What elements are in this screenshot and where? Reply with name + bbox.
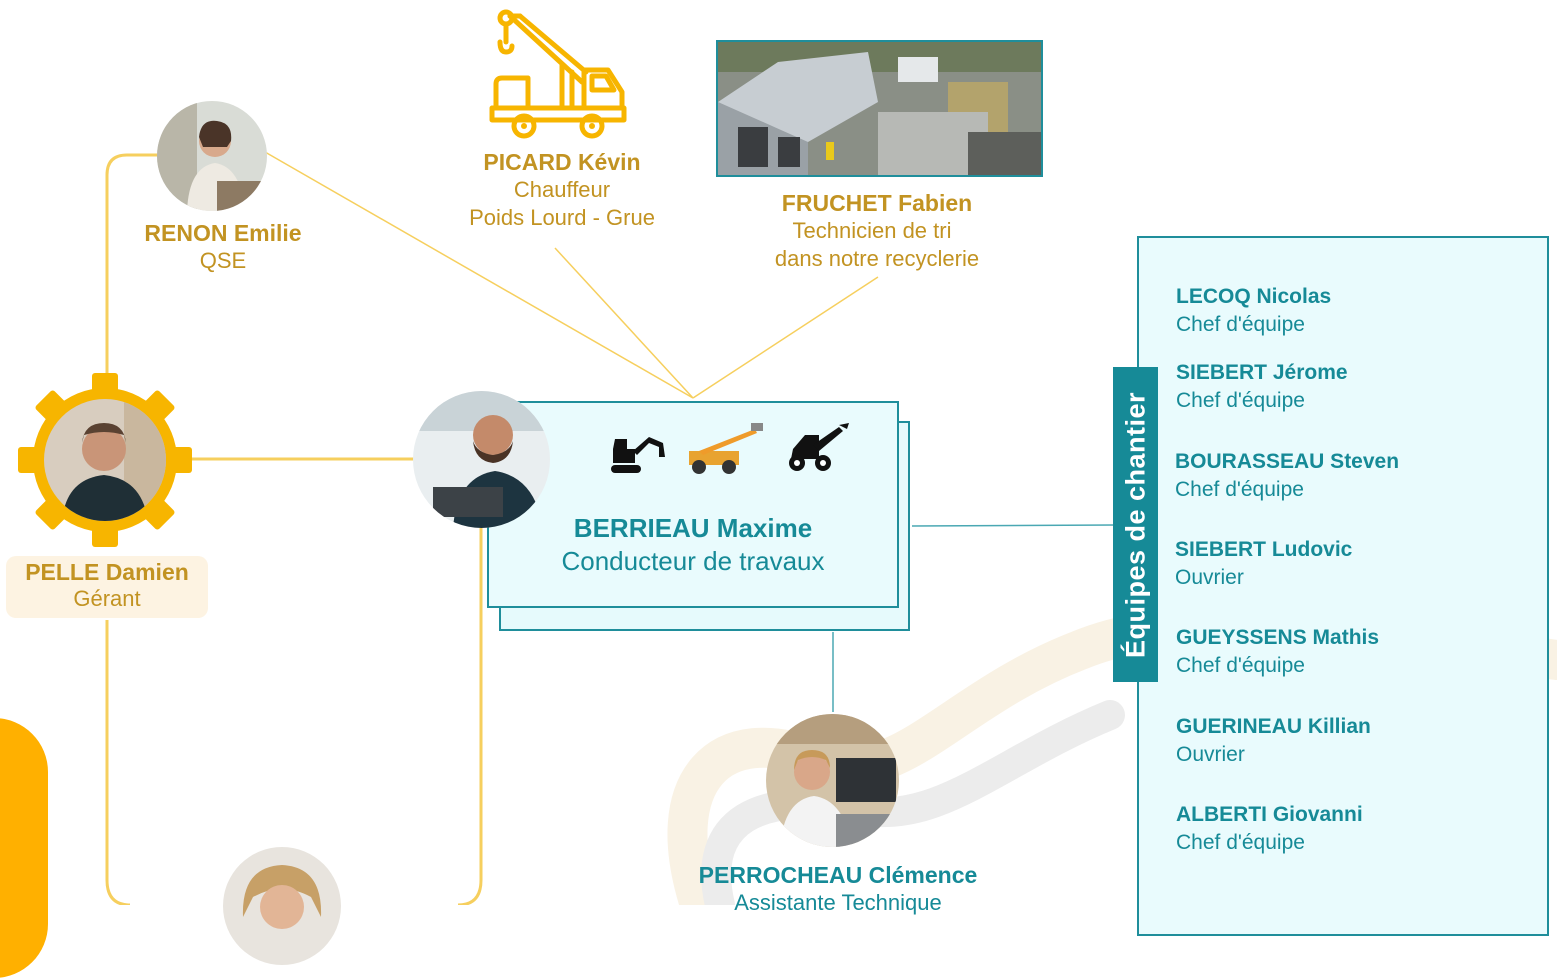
telehandler-icon xyxy=(785,419,851,475)
renon-label: RENON Emilie QSE xyxy=(120,219,326,275)
member-name: GUERINEAU Killian xyxy=(1176,715,1371,738)
person-role: Conducteur de travaux xyxy=(561,546,825,576)
line-berrieau-down xyxy=(457,520,483,905)
perrocheau-label: PERROCHEAU Clémence Assistante Technique xyxy=(672,861,1004,917)
picard-label: PICARD Kévin Chauffeur Poids Lourd - Gru… xyxy=(440,148,684,232)
team-panel xyxy=(1137,236,1549,936)
member-role: Chef d'équipe xyxy=(1176,313,1305,336)
person-role: dans notre recyclerie xyxy=(774,246,980,271)
member-role: Chef d'équipe xyxy=(1176,831,1305,854)
person-name: PICARD Kévin xyxy=(483,149,641,175)
fruchet-label: FRUCHET Fabien Technicien de tri dans no… xyxy=(740,189,1014,273)
line-berrieau-to-team xyxy=(911,524,1116,527)
line-renon-to-berrieau xyxy=(264,151,694,399)
team-title-tab: Équipes de chantier xyxy=(1113,367,1158,682)
list-item: GUEYSSENS Mathis Chef d'équipe xyxy=(1176,624,1379,680)
person-name: RENON Emilie xyxy=(144,220,302,246)
crane-truck-icon xyxy=(488,8,628,140)
list-item: BOURASSEAU Steven Chef d'équipe xyxy=(1175,448,1399,504)
person-name: FRUCHET Fabien xyxy=(781,190,973,216)
berrieau-card: BERRIEAU Maxime Conducteur de travaux xyxy=(487,401,899,608)
member-role: Ouvrier xyxy=(1176,743,1245,766)
perrocheau-avatar xyxy=(766,714,899,847)
renon-avatar xyxy=(157,101,267,211)
person-name: BERRIEAU Maxime xyxy=(573,513,813,543)
list-item: ALBERTI Giovanni Chef d'équipe xyxy=(1176,801,1363,857)
member-role: Chef d'équipe xyxy=(1176,654,1305,677)
person-role: Technicien de tri xyxy=(792,218,952,243)
member-name: BOURASSEAU Steven xyxy=(1175,450,1400,473)
berrieau-label: BERRIEAU Maxime Conducteur de travaux xyxy=(489,511,897,577)
member-name: GUEYSSENS Mathis xyxy=(1176,626,1380,649)
pelle-label: PELLE Damien Gérant xyxy=(6,556,208,618)
line-pelle-down xyxy=(105,620,131,905)
mini-excavator-icon xyxy=(609,433,669,475)
recycling-site-photo xyxy=(716,40,1043,177)
line-picard-to-berrieau xyxy=(554,247,694,399)
team-title: Équipes de chantier xyxy=(1120,391,1150,658)
person-role: Gérant xyxy=(73,586,141,611)
list-item: SIEBERT Ludovic Ouvrier xyxy=(1175,536,1352,592)
member-name: ALBERTI Giovanni xyxy=(1176,803,1363,826)
member-name: SIEBERT Jérome xyxy=(1176,361,1348,384)
decorative-orange-shape xyxy=(0,718,48,978)
pelle-avatar xyxy=(44,399,166,521)
line-renon-to-pelle xyxy=(105,153,160,420)
person-name: PERROCHEAU Clémence xyxy=(698,862,978,888)
list-item: LECOQ Nicolas Chef d'équipe xyxy=(1176,283,1331,339)
partial-avatar-bottom xyxy=(223,847,341,965)
member-role: Ouvrier xyxy=(1175,566,1244,589)
berrieau-avatar xyxy=(413,391,550,528)
person-role: Assistante Technique xyxy=(734,890,942,915)
person-role: Chauffeur xyxy=(513,177,611,202)
list-item: GUERINEAU Killian Ouvrier xyxy=(1176,713,1371,769)
person-role: QSE xyxy=(199,248,247,273)
member-role: Chef d'équipe xyxy=(1175,478,1304,501)
member-name: SIEBERT Ludovic xyxy=(1175,538,1353,561)
member-name: LECOQ Nicolas xyxy=(1176,285,1332,308)
list-item: SIEBERT Jérome Chef d'équipe xyxy=(1176,359,1348,415)
person-name: PELLE Damien xyxy=(25,559,189,585)
line-fruchet-to-berrieau xyxy=(692,276,879,399)
person-role: Poids Lourd - Grue xyxy=(469,205,655,230)
member-role: Chef d'équipe xyxy=(1176,389,1305,412)
aerial-lift-icon xyxy=(685,423,765,475)
